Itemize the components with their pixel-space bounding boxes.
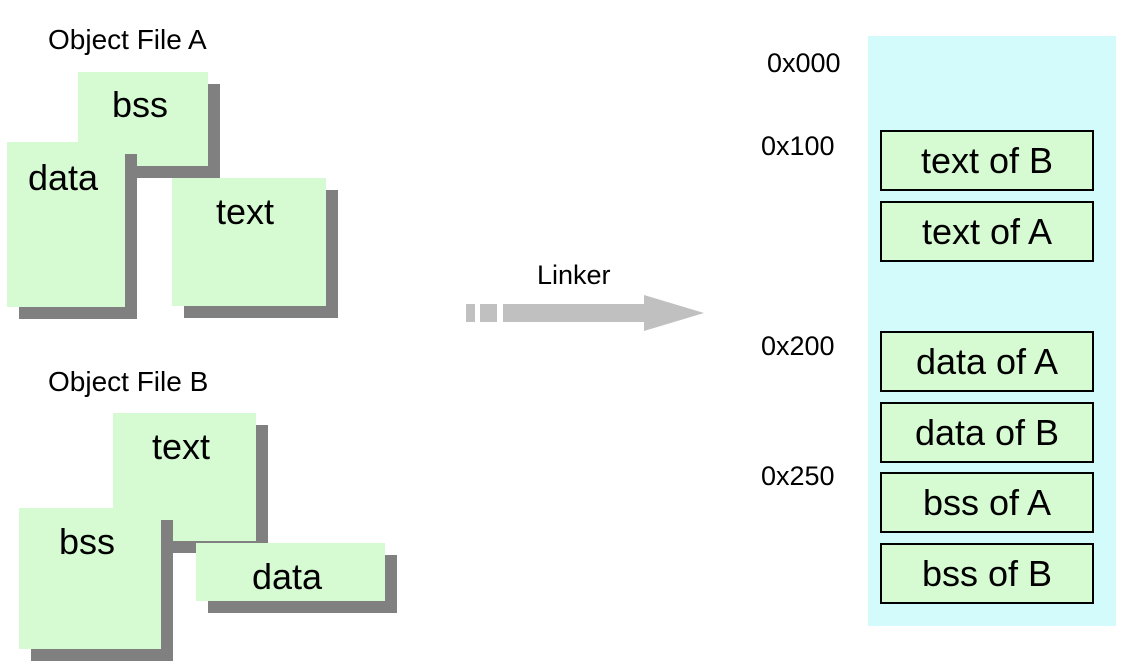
object-file-b-bss-label: bss [59, 521, 116, 562]
object-file-b-bss-section: bss [19, 508, 161, 649]
address-label-0x200: 0x200 [761, 331, 835, 361]
address-label-0x250: 0x250 [761, 461, 835, 491]
memory-section-bss-of-a: bss of A [880, 472, 1094, 533]
address-label-0x000: 0x000 [767, 48, 841, 78]
object-file-b-data-label: data [252, 556, 323, 597]
object-file-b-label: Object File B [48, 366, 209, 397]
address-label-0x100: 0x100 [761, 131, 835, 161]
linker-arrow-icon [466, 295, 704, 331]
object-file-a-text-section: text [172, 178, 326, 306]
memory-section-data-of-a: data of A [880, 331, 1094, 392]
memory-section-text-of-b: text of B [880, 130, 1094, 191]
object-file-a-data-label: data [28, 157, 99, 198]
object-file-b-text-label: text [152, 426, 211, 467]
object-file-a-text-label: text [216, 191, 275, 232]
linked-memory-image: text of B text of A data of A data of B … [868, 36, 1116, 626]
memory-section-bss-of-b: bss of B [880, 543, 1094, 604]
object-file-a-label: Object File A [48, 24, 207, 55]
memory-section-data-of-b: data of B [880, 402, 1094, 463]
object-file-b-data-section: data [196, 543, 385, 601]
memory-section-text-of-a: text of A [880, 201, 1094, 262]
linker-label: Linker [537, 260, 611, 290]
object-file-a-data-section: data [7, 142, 125, 307]
object-file-a-bss-label: bss [112, 84, 169, 125]
